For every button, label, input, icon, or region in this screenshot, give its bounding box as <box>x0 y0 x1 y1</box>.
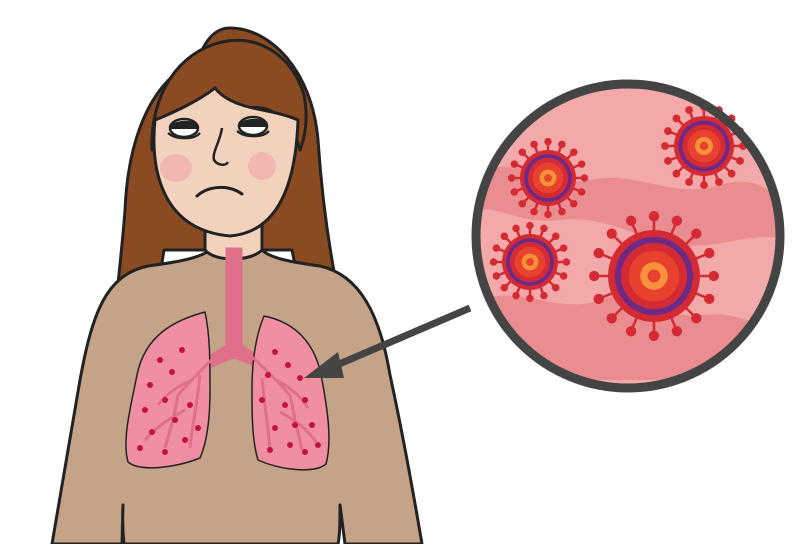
magnified-view <box>475 70 790 388</box>
virus <box>508 138 588 218</box>
infection-spot <box>172 417 178 423</box>
infection-spot <box>259 397 265 403</box>
infection-spot <box>182 437 188 443</box>
infection-spot <box>315 442 321 448</box>
infection-spot <box>149 429 155 435</box>
virus <box>490 222 570 302</box>
person-figure <box>52 28 422 544</box>
virus <box>589 211 719 341</box>
infection-spot <box>147 382 153 388</box>
infection-spot <box>157 357 163 363</box>
infection-spot <box>142 407 148 413</box>
infection-spot <box>169 369 175 375</box>
infection-spot <box>272 349 278 355</box>
infection-spot <box>302 449 308 455</box>
infection-spot <box>162 397 168 403</box>
virus <box>661 103 747 189</box>
infection-spot <box>267 447 273 453</box>
infection-spot <box>297 375 303 381</box>
infection-spot <box>302 397 308 403</box>
infection-spot <box>179 347 185 353</box>
infection-spot <box>285 362 291 368</box>
infection-spot <box>187 402 193 408</box>
infection-spot <box>195 425 201 431</box>
infection-spot <box>272 425 278 431</box>
right-cheek <box>248 152 276 180</box>
infection-spot <box>162 449 168 455</box>
infection-spot <box>137 445 143 451</box>
infection-spot <box>292 422 298 428</box>
infection-spot <box>309 422 315 428</box>
infection-spot <box>265 372 271 378</box>
infection-spot <box>287 442 293 448</box>
infection-spot <box>282 402 288 408</box>
left-cheek <box>160 154 192 182</box>
